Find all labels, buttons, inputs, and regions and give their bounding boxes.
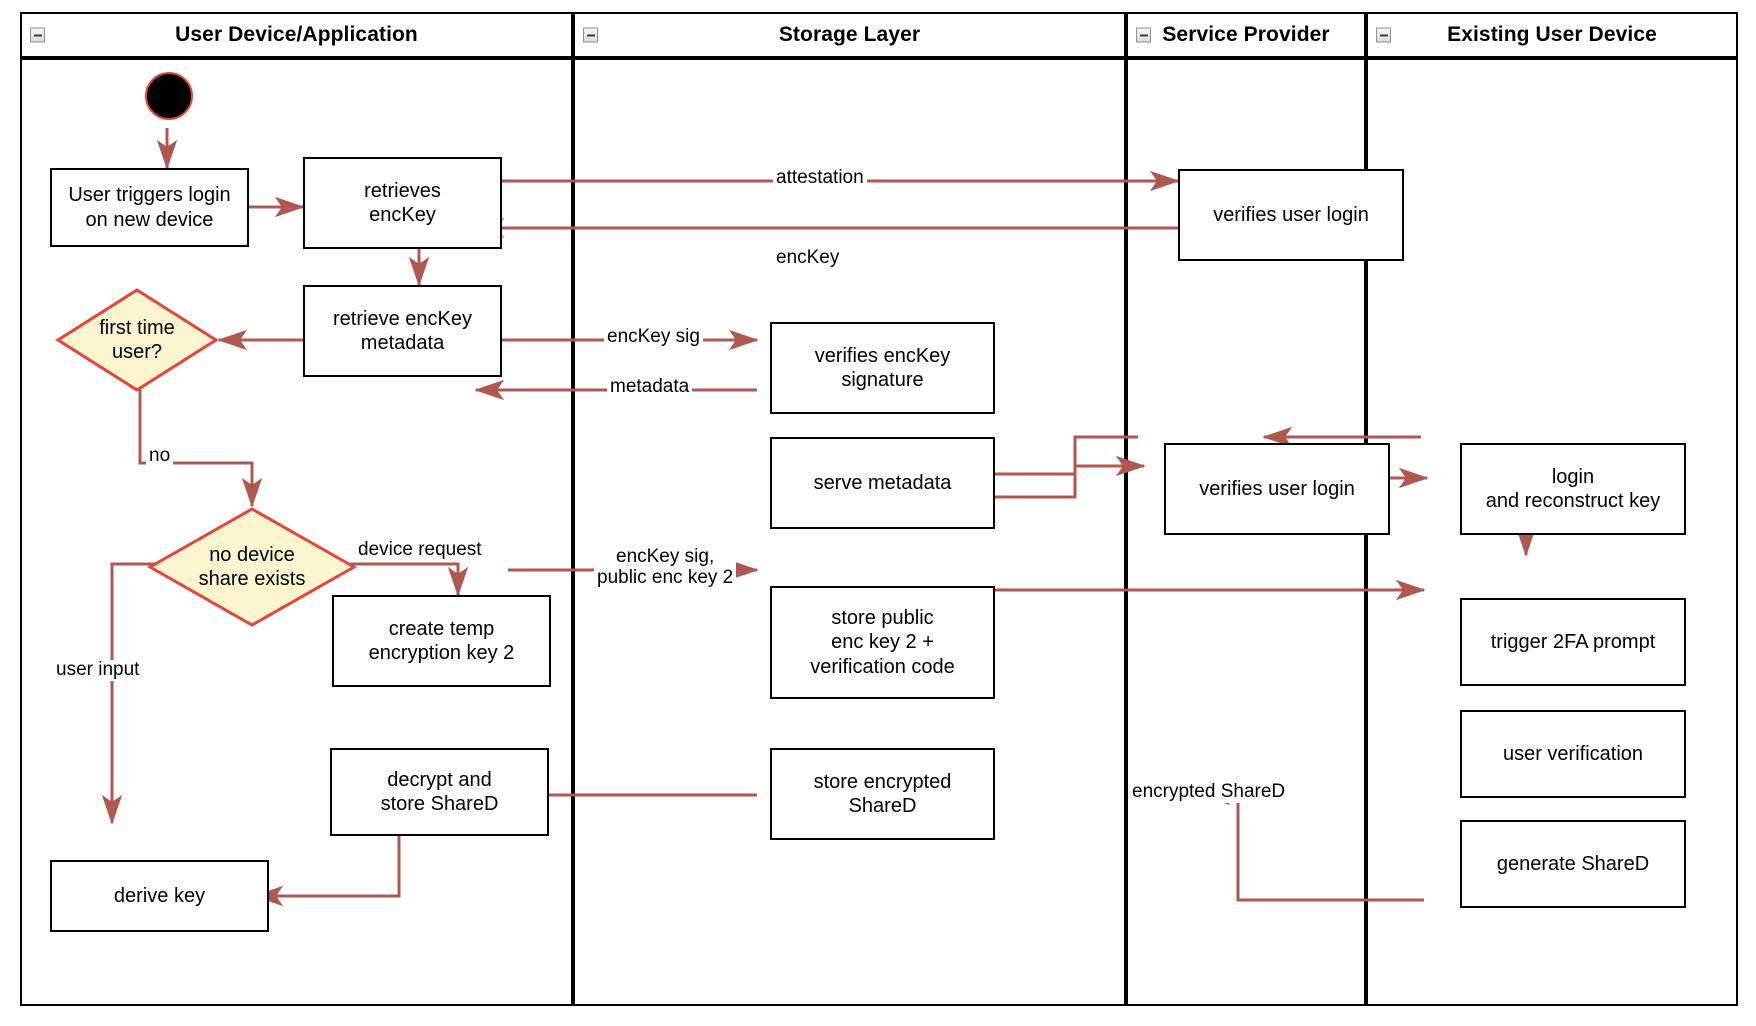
- node-no-device-share-exists-decision[interactable]: no device share exists: [147, 506, 357, 628]
- node-trigger-2fa-prompt[interactable]: trigger 2FA prompt: [1460, 598, 1686, 686]
- lane-header-user-device[interactable]: User Device/Application: [20, 12, 573, 58]
- node-verifies-user-login-top[interactable]: verifies user login: [1178, 169, 1404, 261]
- lane-title: Existing User Device: [1447, 23, 1657, 46]
- node-store-public-enc-key-2[interactable]: store public enc key 2 + verification co…: [770, 586, 995, 699]
- lane-header-storage-layer[interactable]: Storage Layer: [573, 12, 1126, 58]
- node-retrieve-enckey-metadata[interactable]: retrieve encKey metadata: [303, 285, 502, 377]
- edge-label-encrypted-shared: encrypted ShareD: [1129, 781, 1289, 803]
- node-verifies-user-login-mid[interactable]: verifies user login: [1164, 443, 1390, 535]
- edge-label-metadata: metadata: [607, 376, 693, 398]
- node-decrypt-and-store-shared[interactable]: decrypt and store ShareD: [330, 748, 549, 836]
- edge-label-user-input: user input: [53, 659, 143, 681]
- collapse-minus-icon[interactable]: [583, 27, 598, 43]
- collapse-minus-icon[interactable]: [1136, 27, 1151, 43]
- edge-label-no: no: [146, 445, 174, 467]
- edge-label-enckey-sig: encKey sig: [604, 326, 703, 348]
- start-node: [145, 72, 193, 120]
- node-user-triggers-login[interactable]: User triggers login on new device: [50, 168, 249, 247]
- node-serve-metadata[interactable]: serve metadata: [770, 437, 995, 529]
- lane-header-existing-user-device[interactable]: Existing User Device: [1366, 12, 1738, 58]
- node-first-time-user-decision[interactable]: first time user?: [55, 287, 219, 393]
- node-generate-shared[interactable]: generate ShareD: [1460, 820, 1686, 908]
- edge-label-device-request: device request: [355, 539, 485, 561]
- node-store-encrypted-shared[interactable]: store encrypted ShareD: [770, 748, 995, 840]
- edge-label-enckey: encKey: [773, 247, 843, 269]
- lane-body-user-device: [20, 58, 573, 1006]
- node-verifies-enckey-signature[interactable]: verifies encKey signature: [770, 322, 995, 414]
- node-login-and-reconstruct-key[interactable]: login and reconstruct key: [1460, 443, 1686, 535]
- lane-header-service-provider[interactable]: Service Provider: [1126, 12, 1366, 58]
- lane-body-storage-layer: [573, 58, 1126, 1006]
- lane-title: User Device/Application: [175, 23, 418, 46]
- lane-title: Service Provider: [1162, 23, 1330, 46]
- edge-label-enckey-sig-public-enc-key-2: encKey sig, public enc key 2: [594, 546, 737, 589]
- edge-label-attestation: attestation: [773, 167, 867, 189]
- node-create-temp-encryption-key-2[interactable]: create temp encryption key 2: [332, 595, 551, 687]
- node-derive-key[interactable]: derive key: [50, 860, 269, 932]
- node-user-verification[interactable]: user verification: [1460, 710, 1686, 798]
- node-retrieves-enckey[interactable]: retrieves encKey: [303, 157, 502, 249]
- collapse-minus-icon[interactable]: [30, 27, 45, 43]
- collapse-minus-icon[interactable]: [1376, 27, 1391, 43]
- lane-title: Storage Layer: [778, 23, 921, 46]
